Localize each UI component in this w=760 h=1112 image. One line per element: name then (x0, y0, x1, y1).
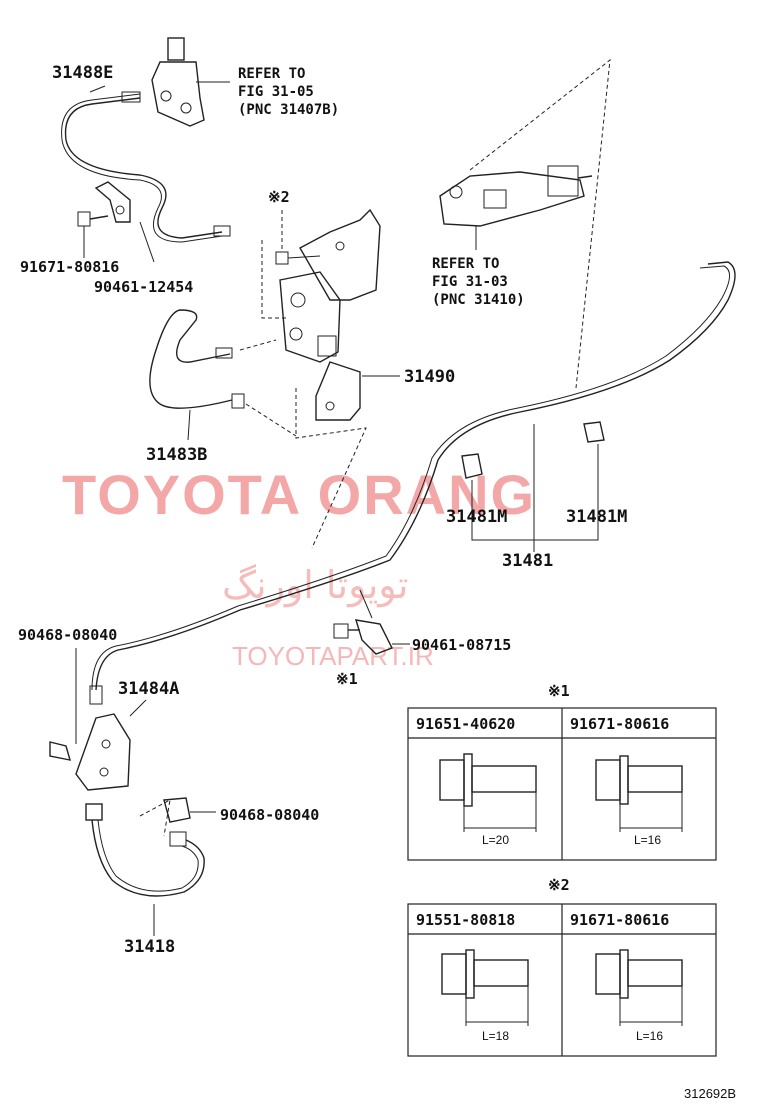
label-90461-12454: 90461-12454 (94, 278, 193, 296)
figure-number: 312692B (684, 1086, 736, 1101)
watermark-arabic: تویوتا اورنگ (222, 563, 409, 608)
bracket-31484a (75, 699, 147, 791)
union-fitting-31407b (151, 37, 230, 127)
clip-31481m-left (461, 453, 483, 479)
table1-mark: ※1 (548, 682, 570, 700)
refer-top-line3: (PNC 31407B) (238, 102, 339, 118)
bolt-table-2: 91551-80818 91671-80616 L=18 L=16 (407, 903, 717, 1057)
clamp-90461-12454 (94, 181, 131, 223)
bolt-hex-flange-icon (595, 755, 683, 832)
bolt-mark-2-bolt (275, 210, 321, 265)
bolt-hex-flange-icon (595, 949, 683, 1026)
table2-mark: ※2 (548, 876, 570, 894)
table1-col1: 91651-40620 (416, 715, 515, 733)
tube-31483b (149, 309, 297, 441)
table2-dim1: L=18 (482, 1029, 509, 1043)
tube-31481 (89, 261, 736, 705)
label-31483B: 31483B (146, 445, 207, 465)
bolt-hex-flange-icon (441, 949, 529, 1026)
clip-31481m-right (583, 421, 605, 443)
table2-dim2: L=16 (636, 1029, 663, 1043)
dash-link-master (469, 58, 611, 389)
bolt-mark-2: ※2 (268, 188, 290, 206)
refer-right-line1: REFER TO (432, 256, 499, 272)
table2-col2: 91671-80616 (570, 911, 669, 929)
dash-link-31490 (261, 240, 286, 319)
table2-col1: 91551-80818 (416, 911, 515, 929)
bolt-flange-washer-icon (439, 753, 537, 832)
bolt-91671-80816 (77, 211, 155, 263)
table1-dim1: L=20 (482, 833, 509, 847)
label-90461-08715: 90461-08715 (412, 636, 511, 654)
clip-90468-08040-top (49, 741, 71, 761)
label-31481: 31481 (502, 551, 553, 571)
watermark-brand: TOYOTA ORANG (62, 463, 536, 526)
clamp-90461-08715 (333, 589, 410, 655)
label-91671-80816: 91671-80816 (20, 258, 119, 276)
refer-top-line2: FIG 31-05 (238, 84, 314, 100)
clip-90468-08040-bottom (163, 797, 216, 823)
table1-dim2: L=16 (634, 833, 661, 847)
master-cylinder-31410 (439, 165, 593, 250)
bracket-31490 (279, 208, 400, 421)
bolt-mark-1: ※1 (336, 670, 358, 688)
label-31481M-right: 31481M (566, 507, 627, 527)
tube-31488e (61, 85, 231, 243)
label-90468-08040-top: 90468-08040 (18, 626, 117, 644)
watermark-url: TOYOTAPART.IR (232, 641, 434, 671)
table1-col2: 91671-80616 (570, 715, 669, 733)
refer-right-line2: FIG 31-03 (432, 274, 508, 290)
label-31490: 31490 (404, 367, 455, 387)
hose-31418 (85, 803, 205, 936)
label-90468-08040-bottom: 90468-08040 (220, 806, 319, 824)
label-31484A: 31484A (118, 679, 179, 699)
refer-right-line3: (PNC 31410) (432, 292, 525, 308)
refer-top-line1: REFER TO (238, 66, 305, 82)
label-31488E: 31488E (52, 63, 113, 83)
bolt-table-1: 91651-40620 91671-80616 L=20 L=16 (407, 707, 717, 861)
label-31481M-left: 31481M (446, 507, 507, 527)
label-31418: 31418 (124, 937, 175, 957)
